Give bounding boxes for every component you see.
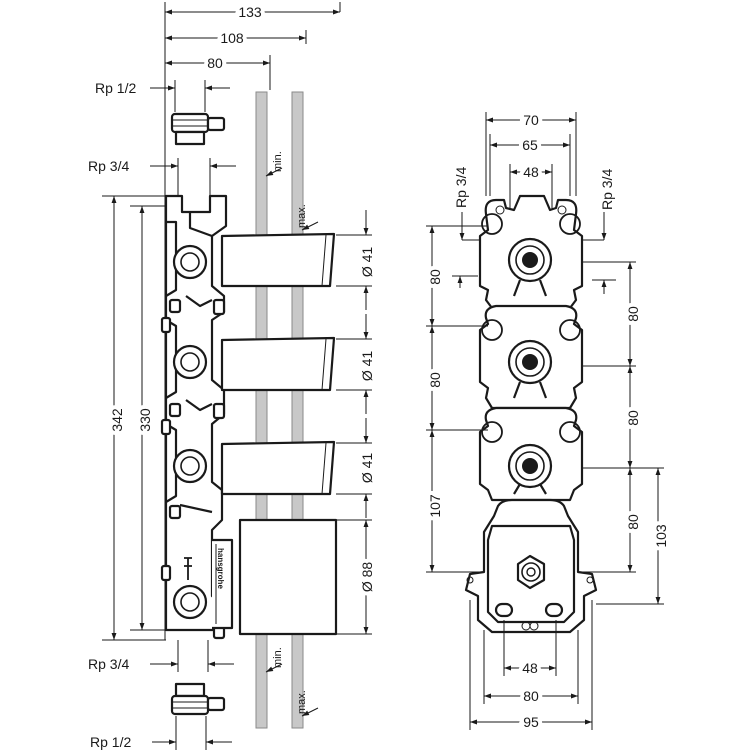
front-dim-65-label: 65 <box>522 137 538 153</box>
thread-upper-dim: Rp 3/4 <box>88 158 236 196</box>
diameter-4-label: Ø 88 <box>359 562 375 593</box>
thread-top-label: Rp 1/2 <box>95 80 136 96</box>
diameter-3-label: Ø 41 <box>359 453 375 484</box>
bottom-fitting <box>170 682 226 716</box>
thread-top-dim: Rp 1/2 <box>95 80 230 112</box>
rod-labels: min. max. min. max. <box>265 151 319 717</box>
front-dim-70-label: 70 <box>523 112 539 128</box>
front-thread-left-label: Rp 3/4 <box>453 167 469 208</box>
front-dim-48-label: 48 <box>523 164 539 180</box>
side-view: 133 108 80 Rp 1/2 <box>88 0 379 750</box>
diameter-dims: Ø 41 Ø 41 Ø 41 Ø 88 <box>336 210 379 635</box>
front-left-dims: 80 80 107 <box>423 225 488 573</box>
rod-max-bottom-label: max. <box>296 690 308 714</box>
front-bottom-80: 80 <box>523 688 539 704</box>
cartridge-sleeves <box>220 232 338 636</box>
thread-bottom-dim: Rp 1/2 <box>90 716 232 750</box>
rod-max <box>291 91 304 729</box>
front-right-spacing-3: 80 <box>625 514 641 530</box>
thread-upper-label: Rp 3/4 <box>88 158 129 174</box>
thread-lower-dim: Rp 3/4 <box>88 640 234 672</box>
valve-body-side: hansgrohe <box>160 194 234 640</box>
front-bottom-dims: 48 80 95 <box>469 600 593 734</box>
height-dims: 342 330 <box>102 195 166 641</box>
top-fitting <box>170 112 226 146</box>
front-left-spacing-3: 107 <box>427 494 443 518</box>
front-top-dims: 70 65 48 <box>485 108 577 210</box>
front-left-spacing-1: 80 <box>427 269 443 285</box>
brand-label: hansgrohe <box>216 548 225 589</box>
rod-max-top-label: max. <box>296 204 308 228</box>
diameter-2-label: Ø 41 <box>359 351 375 382</box>
dim-133: 133 <box>165 0 340 24</box>
front-right-outer: 103 <box>653 524 669 548</box>
rod-min-bottom-label: min. <box>272 647 284 668</box>
front-right-dims: 80 80 80 103 <box>582 261 673 605</box>
diameter-1-label: Ø 41 <box>359 247 375 278</box>
front-left-spacing-2: 80 <box>427 372 443 388</box>
rod-min <box>255 91 268 729</box>
dim-108-label: 108 <box>220 30 244 46</box>
front-view: 70 65 48 Rp 3/4 Rp 3/4 <box>423 108 673 734</box>
height-inner-label: 330 <box>137 408 153 432</box>
rod-min-top-label: min. <box>272 151 284 172</box>
front-thread-right-label: Rp 3/4 <box>599 169 615 210</box>
dim-108: 108 <box>165 26 306 50</box>
front-right-spacing-1: 80 <box>625 306 641 322</box>
front-bottom-95: 95 <box>523 714 539 730</box>
dim-80-top: 80 <box>165 51 270 75</box>
front-bottom-48: 48 <box>522 660 538 676</box>
valve-body-front <box>464 194 598 634</box>
dim-133-label: 133 <box>238 4 262 20</box>
dim-80-top-label: 80 <box>207 55 223 71</box>
thread-bottom-label: Rp 1/2 <box>90 734 131 750</box>
thread-lower-label: Rp 3/4 <box>88 656 129 672</box>
height-outer-label: 342 <box>109 408 125 432</box>
front-right-spacing-2: 80 <box>625 410 641 426</box>
